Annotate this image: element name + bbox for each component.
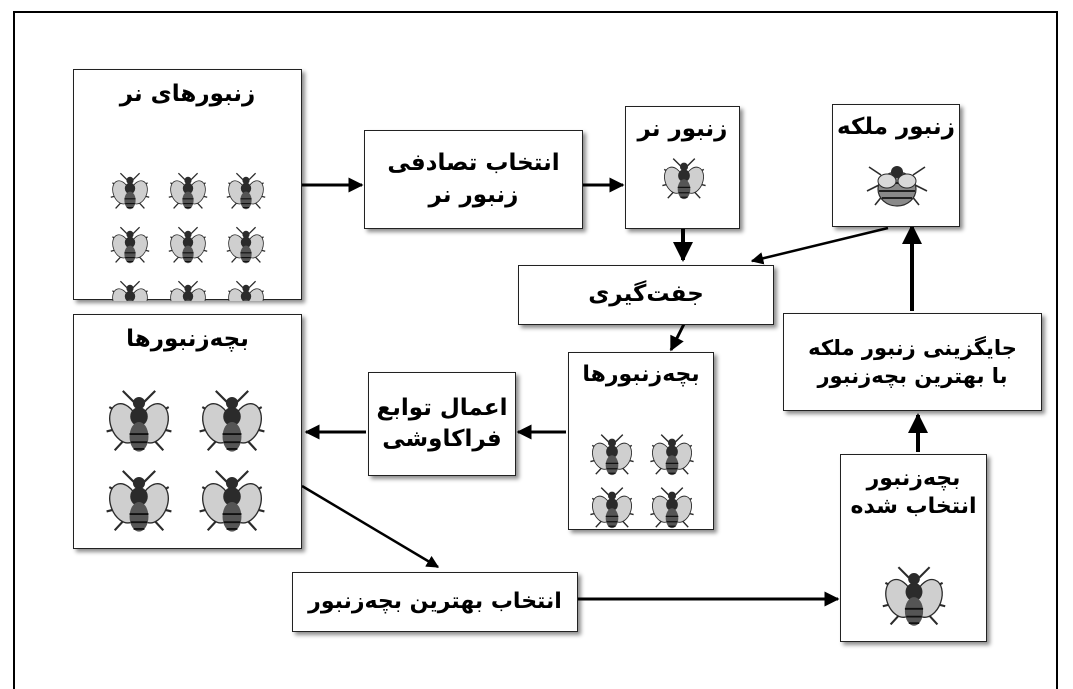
bee-icon — [226, 226, 266, 264]
bee-icon — [882, 566, 946, 626]
bee-icon — [110, 226, 150, 264]
queen-bee-icon — [866, 166, 928, 207]
bee-icon — [590, 487, 634, 529]
bee-icon — [590, 434, 634, 476]
arrow-left-broods-to-select-best — [301, 484, 440, 569]
bee-icon — [170, 280, 206, 301]
mating-box: جفت‌گیری — [518, 265, 774, 325]
drones-bee-grid — [110, 172, 266, 301]
broods-left-box: بچه‌زنبورها — [73, 314, 302, 549]
drones-box: زنبورهای نر — [73, 69, 302, 301]
bee-icon — [168, 226, 208, 264]
select-best-label: انتخاب بهترین بچه‌زنبور — [308, 589, 562, 615]
mating-label: جفت‌گیری — [588, 281, 704, 308]
bee-icon — [199, 390, 265, 452]
queen-box: زنبور ملکه — [832, 104, 960, 227]
replace-queen-box: جایگزینی زنبور ملکه با بهترین بچه‌زنبور — [783, 313, 1042, 411]
bee-icon — [662, 158, 706, 200]
arrow-mating-to-broods — [669, 323, 686, 352]
bee-icon — [228, 280, 264, 301]
broods-mid-bee-grid — [590, 434, 694, 529]
heuristic-box: اعمال توابع فراکاوشی — [368, 372, 516, 476]
bee-icon — [199, 470, 265, 532]
queen-label: زنبور ملکه — [837, 114, 955, 140]
bee-icon — [226, 172, 266, 210]
selected-brood-label: بچه‌زنبور انتخاب شده — [850, 466, 977, 519]
bee-icon — [110, 172, 150, 210]
drone-box: زنبور نر — [625, 106, 740, 229]
replace-queen-label: جایگزینی زنبور ملکه با بهترین بچه‌زنبور — [808, 335, 1017, 388]
broods-mid-box: بچه‌زنبورها — [568, 352, 714, 530]
queen-bee-icon — [866, 166, 928, 207]
drone-label: زنبور نر — [637, 116, 728, 142]
broods-mid-label: بچه‌زنبورها — [582, 362, 700, 387]
bee-icon — [112, 280, 148, 301]
select-best-box: انتخاب بهترین بچه‌زنبور — [292, 572, 578, 632]
selected-brood-bee — [882, 566, 946, 626]
bee-icon — [650, 434, 694, 476]
arrow-queen-to-mating — [750, 226, 889, 265]
heuristic-label: اعمال توابع فراکاوشی — [376, 394, 508, 452]
bee-icon — [168, 172, 208, 210]
bee-icon — [106, 390, 172, 452]
random-select-label: انتخاب تصادفی زنبور نر — [387, 150, 560, 208]
drone-bee — [662, 158, 706, 200]
selected-brood-box: بچه‌زنبور انتخاب شده — [840, 454, 987, 642]
bee-icon — [106, 470, 172, 532]
bee-icon — [650, 487, 694, 529]
drones-label: زنبورهای نر — [119, 81, 256, 107]
broods-left-label: بچه‌زنبورها — [126, 326, 249, 352]
random-select-box: انتخاب تصادفی زنبور نر — [364, 130, 583, 229]
outer-frame — [13, 11, 1058, 689]
broods-left-bee-grid — [106, 390, 265, 532]
